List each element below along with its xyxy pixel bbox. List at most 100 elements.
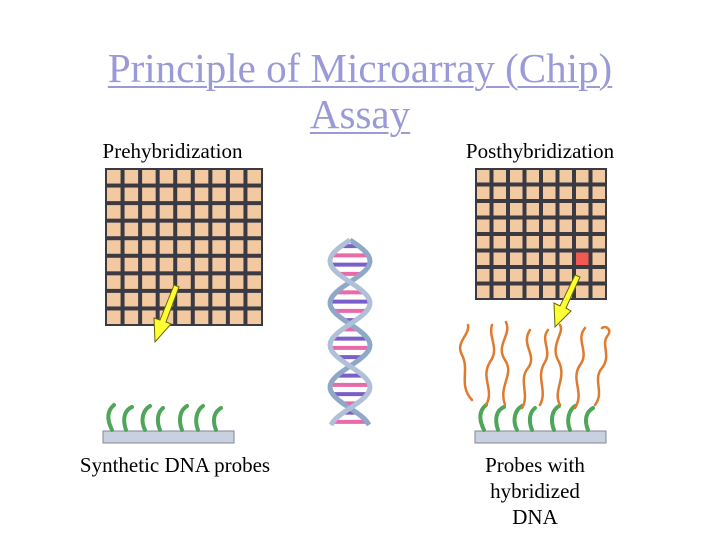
array-spot (212, 222, 226, 237)
synthetic-probes-label: Synthetic DNA probes (79, 453, 271, 477)
array-spot (107, 187, 121, 202)
array-spot (159, 275, 174, 289)
array-spot (526, 236, 539, 249)
array-spot (510, 203, 523, 216)
array-spot (159, 205, 174, 219)
array-spot (142, 240, 156, 254)
array-spot (177, 187, 191, 202)
array-spot (159, 170, 174, 184)
arrow-right (553, 274, 581, 329)
array-spot (576, 285, 589, 298)
array-spot (576, 219, 589, 232)
arrow-left (153, 284, 180, 344)
array-spot (159, 240, 174, 254)
array-spot (107, 222, 121, 237)
array-spot (194, 170, 209, 184)
array-spot (142, 170, 156, 184)
array-spot (229, 292, 244, 307)
array-spot (247, 222, 261, 237)
array-spot (159, 222, 174, 237)
glass-slide-left (102, 430, 235, 444)
array-spot (543, 269, 556, 282)
array-spot (592, 285, 605, 298)
array-spot (576, 170, 589, 183)
array-spot (124, 222, 139, 237)
array-spot (107, 292, 121, 307)
array-spot (229, 275, 244, 289)
array-spot (247, 292, 261, 307)
array-spot (142, 187, 156, 202)
array-spot (247, 257, 261, 272)
array-spot (212, 205, 226, 219)
array-spot (142, 310, 156, 324)
array-spot (493, 219, 506, 232)
array-spot (229, 240, 244, 254)
array-spot (559, 269, 572, 282)
array-spot (576, 236, 589, 249)
array-spot (107, 310, 121, 324)
array-spot (510, 236, 523, 249)
array-spot (229, 187, 244, 202)
array-spot (229, 257, 244, 272)
array-spot (510, 170, 523, 183)
array-spot (142, 275, 156, 289)
array-spot (576, 203, 589, 216)
array-spot (543, 285, 556, 298)
array-spot (543, 170, 556, 183)
array-spot (526, 269, 539, 282)
array-spot (510, 252, 523, 265)
array-spot (477, 170, 490, 183)
array-spot (543, 203, 556, 216)
prehybridization-label: Prehybridization (102, 139, 243, 163)
dna-backbone (327, 237, 373, 427)
array-spot (194, 275, 209, 289)
array-spot (194, 187, 209, 202)
array-spot (177, 240, 191, 254)
array-spot (493, 203, 506, 216)
array-spot (559, 252, 572, 265)
array-spot (477, 252, 490, 265)
array-spot (194, 222, 209, 237)
array-spot (124, 292, 139, 307)
slide-title: Principle of Microarray (Chip) Assay (0, 45, 720, 137)
array-spot (177, 310, 191, 324)
array-spot (177, 205, 191, 219)
array-spot (124, 310, 139, 324)
array-spot (177, 170, 191, 184)
array-spot (510, 186, 523, 199)
array-spot (559, 219, 572, 232)
microarray-grid-posthybridization (475, 168, 607, 300)
array-spot (124, 187, 139, 202)
hybridized-probes (478, 403, 595, 432)
array-spot (142, 257, 156, 272)
array-spot (107, 170, 121, 184)
array-spot (526, 252, 539, 265)
array-spot (212, 170, 226, 184)
array-spot (212, 240, 226, 254)
array-spot (229, 205, 244, 219)
array-spot (194, 310, 209, 324)
array-spot (576, 186, 589, 199)
array-spot (247, 205, 261, 219)
array-spot (177, 257, 191, 272)
array-spot (477, 186, 490, 199)
array-spot (142, 292, 156, 307)
array-spot (592, 170, 605, 183)
array-spot (177, 275, 191, 289)
array-spot (477, 203, 490, 216)
array-spot (526, 285, 539, 298)
array-spot (159, 257, 174, 272)
array-spot (477, 285, 490, 298)
array-spot (493, 236, 506, 249)
array-spot (543, 186, 556, 199)
array-spot (559, 186, 572, 199)
array-spot (559, 203, 572, 216)
array-spot (229, 170, 244, 184)
array-spot (526, 170, 539, 183)
array-spot (124, 275, 139, 289)
array-spot (194, 240, 209, 254)
array-spot (493, 186, 506, 199)
array-spot (177, 292, 191, 307)
array-spot (592, 219, 605, 232)
array-spot (212, 292, 226, 307)
